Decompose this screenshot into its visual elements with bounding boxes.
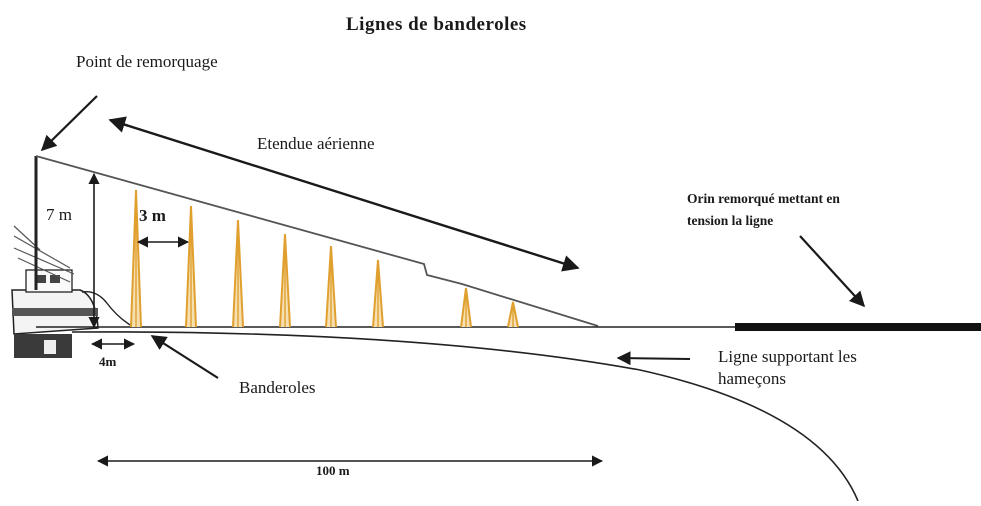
hook-line-arrow: [616, 351, 691, 366]
towed-buoy-label-line-1: Orin remorqué mettant en: [687, 191, 840, 206]
height-label: 7 m: [46, 205, 72, 224]
hook-line-label: Ligne supportant les hameçons: [718, 346, 857, 390]
aerial-line: [35, 155, 599, 327]
length-label: 100 m: [316, 463, 350, 478]
aerial-extent-arrow: [108, 116, 580, 272]
streamer-spacing-label: 3 m: [139, 206, 166, 225]
tow-point-label: Point de remorquage: [76, 52, 218, 71]
fishing-boat: [11, 225, 133, 358]
tow-point-arrow: [40, 95, 98, 152]
hook-line-label-line-1: Ligne supportant les: [718, 347, 857, 366]
diagram-title: Lignes de banderoles: [346, 14, 527, 35]
towed-buoy-label: Orin remorqué mettant en tension la lign…: [687, 188, 840, 232]
towed-buoy-arrow: [799, 235, 866, 308]
streamers-group: [130, 189, 519, 328]
hook-line-label-line-2: hameçons: [718, 369, 786, 388]
aerial-extent-label: Etendue aérienne: [257, 134, 375, 153]
streamers-arrow: [150, 335, 219, 379]
hook-line-curve: [71, 331, 859, 502]
first-offset-label: 4m: [99, 354, 117, 369]
towed-buoy-label-line-2: tension la ligne: [687, 213, 774, 228]
streamers-label: Banderoles: [239, 378, 316, 397]
